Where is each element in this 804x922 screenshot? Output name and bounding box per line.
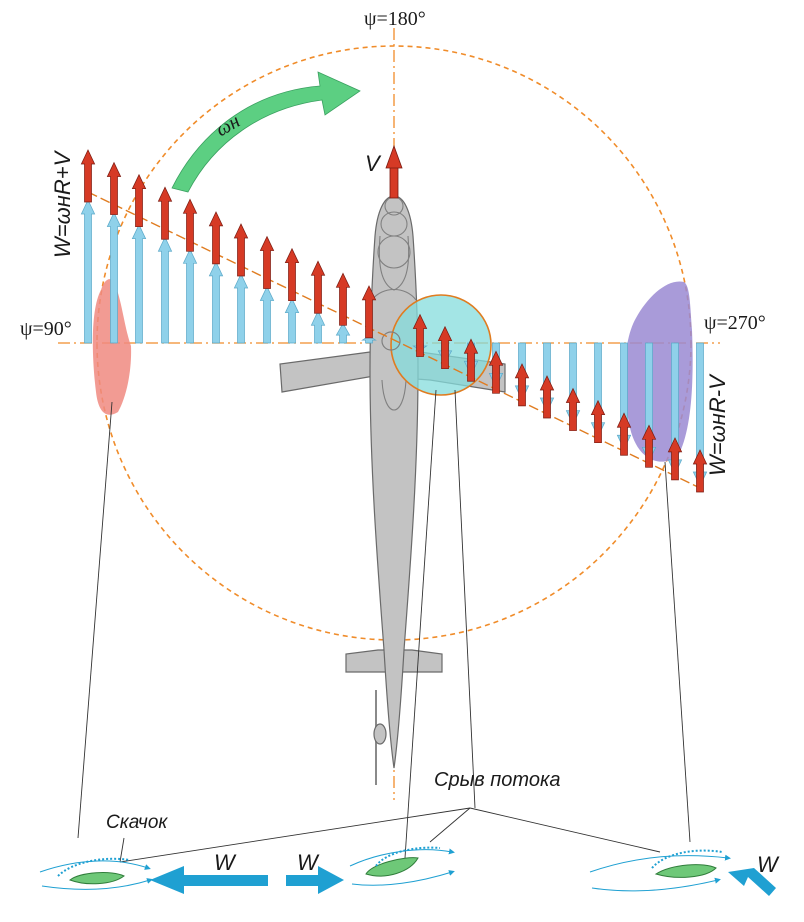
w-retreating-formula: W=ωнR-V (705, 375, 730, 476)
velocity-label: V (365, 151, 380, 176)
blade-speed-arrow (361, 285, 377, 339)
airfoil-middle (349, 846, 455, 886)
blade-speed-arrow (590, 399, 606, 444)
blade-speed-arrow (412, 313, 428, 357)
rotation-arrow (171, 71, 361, 193)
advancing-zone (92, 279, 132, 415)
cockpit-frame (371, 288, 417, 301)
shock-label: Скачок (106, 812, 168, 833)
blade-speed-arrow (157, 186, 173, 240)
relative-wind-arrow (310, 310, 326, 344)
blade-speed-arrow (565, 387, 581, 431)
blade-speed-arrow (131, 173, 147, 228)
blade-speed-arrow (514, 363, 530, 407)
blade-speed-arrow (692, 449, 708, 493)
streamline-right-1 (589, 854, 731, 873)
retreating-zone (624, 281, 693, 462)
relative-wind-arrow (284, 297, 300, 344)
w-advancing-formula: W=ωнR+V (50, 151, 75, 258)
streamline-left-1 (39, 860, 151, 873)
flow-arrow-corner (728, 868, 776, 896)
relative-wind-arrow (259, 285, 275, 344)
blade-speed-arrow (259, 235, 275, 289)
blade-speed-arrow (106, 161, 122, 215)
airfoil-icon (365, 857, 419, 877)
separation-waves-middle (375, 846, 441, 867)
flow-separation-label: Срыв потока (434, 769, 561, 791)
leader-lines (77, 389, 691, 863)
relative-wind-arrow (106, 211, 122, 344)
blade-speed-arrows (80, 149, 708, 493)
blade-speed-arrow (641, 424, 657, 468)
blade-speed-arrow (310, 260, 326, 314)
w-right-arrow-label: W (297, 850, 318, 875)
aircraft (279, 195, 506, 785)
blade-speed-arrow (233, 223, 249, 277)
blade-speed-arrow (616, 412, 632, 456)
rotor-hub (381, 331, 401, 351)
airfoil-right (589, 849, 731, 892)
flow-arrow-right (286, 866, 344, 894)
blade-speed-arrow (80, 149, 96, 203)
flow-arrow-left (150, 866, 268, 894)
blade-speed-arrow (437, 325, 453, 370)
airfoil-icon (68, 872, 125, 885)
blade-speed-arrow (182, 198, 198, 252)
psi-top-label: ψ=180° (364, 8, 426, 30)
relative-wind-arrow (182, 248, 198, 344)
relative-wind-arrow (80, 199, 96, 344)
blade-speed-arrow (208, 211, 224, 265)
engine-cowling (381, 379, 407, 411)
psi-right-label: ψ=270° (704, 312, 766, 334)
streamline-right-2 (591, 877, 721, 892)
blade-speed-arrow (335, 272, 351, 326)
relative-wind-arrow (131, 223, 147, 344)
shock-wave-left (57, 857, 131, 877)
fuselage (369, 195, 419, 769)
w-left-arrow-label: W (214, 850, 235, 875)
psi-left-label: ψ=90° (20, 318, 72, 340)
airfoil-icon (654, 864, 717, 878)
streamline-left-2 (41, 878, 153, 890)
stall-zone (390, 294, 492, 396)
relative-wind-arrow (335, 322, 351, 344)
relative-wind-arrow (233, 273, 249, 344)
airfoil-left (39, 857, 153, 890)
blade-speed-arrow (488, 350, 504, 394)
velocity-arrow (385, 144, 403, 199)
tail-rotor (373, 723, 387, 745)
streamline-middle-1 (349, 848, 455, 867)
blade-speed-arrow (463, 338, 479, 382)
relative-wind-arrow (208, 261, 224, 344)
streamline-middle-2 (351, 870, 455, 886)
blade-speed-arrow (284, 247, 300, 302)
w-corner-arrow-label: W (757, 852, 778, 877)
blade-speed-arrow (667, 437, 683, 481)
cockpit-rear (377, 235, 411, 269)
relative-wind-arrow (157, 236, 173, 344)
blade-speed-arrow (539, 375, 555, 419)
